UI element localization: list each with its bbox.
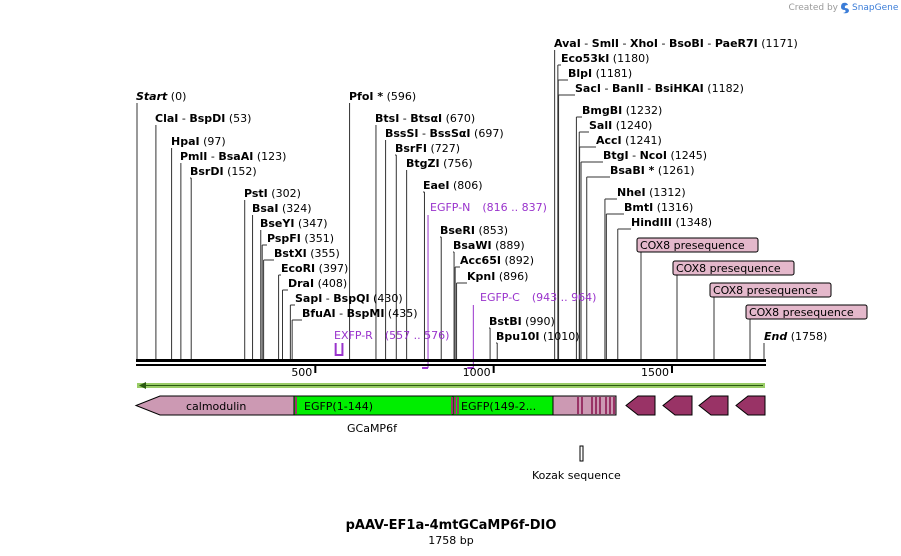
site-label: Acc65I (892) [460,254,534,267]
calmodulin-segment [134,395,295,416]
site-label: BsaWI (889) [453,239,525,252]
site-label: BseYI (347) [260,217,328,230]
site-label: Bpu10I (1010) [496,330,580,343]
calmodulin-label: calmodulin [186,400,246,413]
plasmid-title: pAAV-EF1a-4mtGCaMP6f-DIO [346,518,557,533]
site-label: AvaI - SmlI - XhoI - BsoBI - PaeR7I (117… [554,37,798,50]
site-label: NheI (1312) [617,186,686,199]
egfp-2-label: EGFP(149-2... [461,400,536,413]
site-label: AccI (1241) [596,134,662,147]
site-label: BsrDI (152) [190,165,257,178]
site-label: KpnI (896) [467,270,528,283]
snapgene-brand: SnapGene [852,3,899,13]
cox8-label-box [672,260,795,276]
cox8-label-box [709,282,832,298]
site-label: Eco53kI (1180) [561,52,649,65]
site-label: BssSI - BssSαI (697) [385,127,504,140]
primer-label: EGFP-C(943 .. 964) [480,291,596,304]
site-label: PmlI - BsaAI (123) [180,150,286,163]
cox8-arrow [735,395,766,416]
site-label: SapI - BspQI (430) [295,292,403,305]
site-label: BsaI (324) [252,202,312,215]
primer-mark [336,343,344,356]
site-label: PfoI * (596) [349,90,416,103]
site-label: BmtI (1316) [624,201,693,214]
site-label: EaeI (806) [423,179,483,192]
site-label: BfuAI - BspMI (435) [302,307,418,320]
egfp-1-label: EGFP(1-144) [304,400,373,413]
sequence-line [136,359,766,366]
plasmid-length: 1758 bp [428,534,473,547]
site-label: BstBI (990) [489,315,555,328]
cox8-label: COX8 presequence [713,284,818,297]
site-label: PspFI (351) [267,232,334,245]
tick-label: 1000 [463,366,491,379]
site-label: HindIII (1348) [631,216,712,229]
primer-label: EGFP-N(816 .. 837) [430,201,547,214]
site-label: PstI (302) [244,187,301,200]
cox8-arrow [698,395,729,416]
cox8-label: COX8 presequence [676,262,781,275]
site-label: BstXI (355) [274,247,340,260]
cox8-label: COX8 presequence [749,306,854,319]
site-label: SalI (1240) [589,119,652,132]
kozak-label: Kozak sequence [532,469,621,482]
cox8-label-box [636,237,759,253]
primer-label: EXFP-R(557 .. 576) [334,329,449,342]
snapgene-logo-icon [841,2,849,14]
cox8-label: COX8 presequence [640,239,745,252]
gcamp6f-feature: calmodulin EGFP(1-144) EGFP(149-2... GCa… [134,395,617,435]
site-label: BtgZI (756) [406,157,473,170]
cox8-arrows [625,395,766,416]
primer-layer: EGFP-N(816 .. 837) EXFP-R(557 .. 576) EGFP… [334,201,596,369]
site-label: BtsI - BtsαI (670) [375,112,475,125]
site-label: SacI - BanII - BsiHKAI (1182) [575,82,744,95]
site-label: BlpI (1181) [568,67,632,80]
backbone-arrow [137,382,765,389]
tick-label: 500 [291,366,312,379]
site-label: HpaI (97) [171,135,226,148]
axis-ticks: 500 1000 1500 [291,366,673,379]
site-label: EcoRI (397) [281,262,348,275]
site-label: BseRI (853) [440,224,508,237]
cox8-arrow [625,395,656,416]
created-by-text: Created by [788,3,838,13]
site-label: BsaBI * (1261) [610,164,695,177]
site-label: BtgI - NcoI (1245) [603,149,707,162]
cox8-arrow [662,395,693,416]
site-lines [136,50,765,359]
site-label: ClaI - BspDI (53) [155,112,251,125]
cox8-label-box [745,304,868,320]
site-labels: Start (0) ClaI - BspDI (53) HpaI (97) PmlI … [136,37,827,343]
site-label: BsrFI (727) [395,142,460,155]
site-label: BmgBI (1232) [582,104,662,117]
gcamp6f-label: GCaMP6f [347,422,398,435]
kozak-feature: Kozak sequence [532,445,621,482]
site-label: End (1758) [764,330,827,343]
primer-mark [334,343,342,356]
tick-label: 1500 [641,366,669,379]
site-label: Start (0) [136,90,186,103]
site-label: DraI (408) [288,277,347,290]
